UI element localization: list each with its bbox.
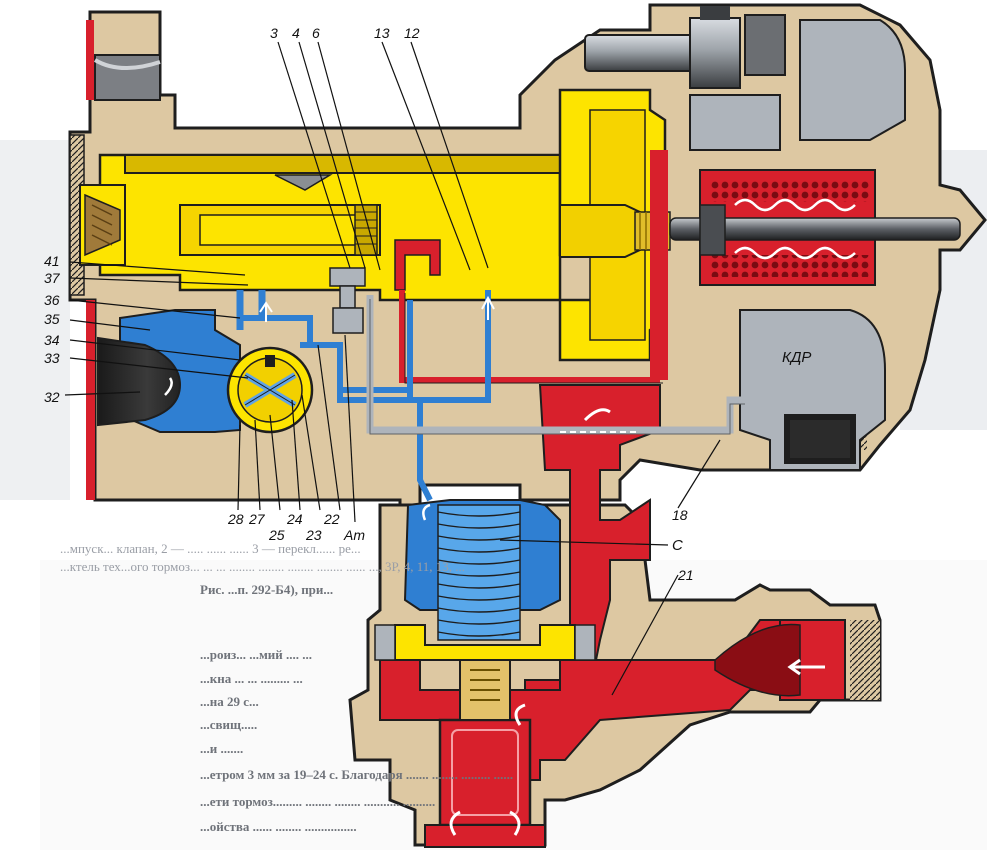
label-23: 23: [306, 527, 322, 543]
label-41: 41: [44, 253, 60, 269]
label-24: 24: [287, 511, 303, 527]
bg-body-line-1: ...роиз... ...мий .... ...: [200, 647, 313, 662]
top-bolt: [584, 6, 786, 89]
label-28: 28: [228, 511, 244, 527]
label-35: 35: [44, 311, 60, 327]
label-32: 32: [44, 389, 60, 405]
label-33: 33: [44, 350, 60, 366]
label-22: 22: [324, 511, 340, 527]
bg-body-line-7: ...ети тормоз......... ........ ........…: [200, 794, 436, 809]
label-21: 21: [678, 567, 694, 583]
label-6: 6: [312, 25, 320, 41]
red-air-passages: [379, 239, 846, 848]
label-3: 3: [270, 25, 278, 41]
bg-body-line-4: ...свищ.....: [200, 717, 258, 732]
label-4: 4: [292, 25, 300, 41]
grey-passage-18: [366, 295, 745, 435]
bg-caption-line-1: ...мпуск... клапан, 2 — ..... ...... ...…: [60, 541, 361, 556]
label-12: 12: [404, 25, 420, 41]
switch-valve: [226, 346, 314, 434]
bg-body-line-6: ...етром 3 мм за 19–24 с. Благодаря ....…: [200, 767, 514, 782]
label-27: 27: [249, 511, 265, 527]
blue-air-passages: [97, 290, 561, 641]
bg-body-line-8: ...ойства ...... ........ ..............…: [200, 819, 357, 834]
label-13: 13: [374, 25, 390, 41]
label-25: 25: [269, 527, 285, 543]
label-36: 36: [44, 292, 60, 308]
upper-right-chamber: [689, 19, 906, 151]
label-c: С: [672, 537, 683, 554]
label-kdr: КДР: [782, 349, 812, 366]
label-18: 18: [672, 507, 688, 523]
upper-left-shaft: [93, 54, 161, 101]
bg-body-line-5: ...и .......: [200, 741, 244, 756]
label-37: 37: [44, 270, 60, 286]
label-34: 34: [44, 332, 60, 348]
bg-body-line-3: ...на 29 с...: [200, 694, 259, 709]
lower-valve-seat: [374, 624, 596, 721]
bg-caption-line-3: Рис. ...п. 292-Б4), при...: [200, 582, 334, 597]
label-at: Ат: [344, 527, 365, 543]
bg-caption-line-2: ...ктель тех...ого тормоз... ... ... ...…: [60, 559, 466, 574]
leader-lines: [64, 41, 721, 696]
kdr-chamber: [739, 309, 886, 471]
red-diaphragm-section: [650, 150, 961, 380]
main-piston-assembly: [79, 88, 671, 362]
atm-piston: [329, 267, 366, 334]
bg-body-line-2: ...кна ... ... ......... ...: [200, 671, 303, 686]
